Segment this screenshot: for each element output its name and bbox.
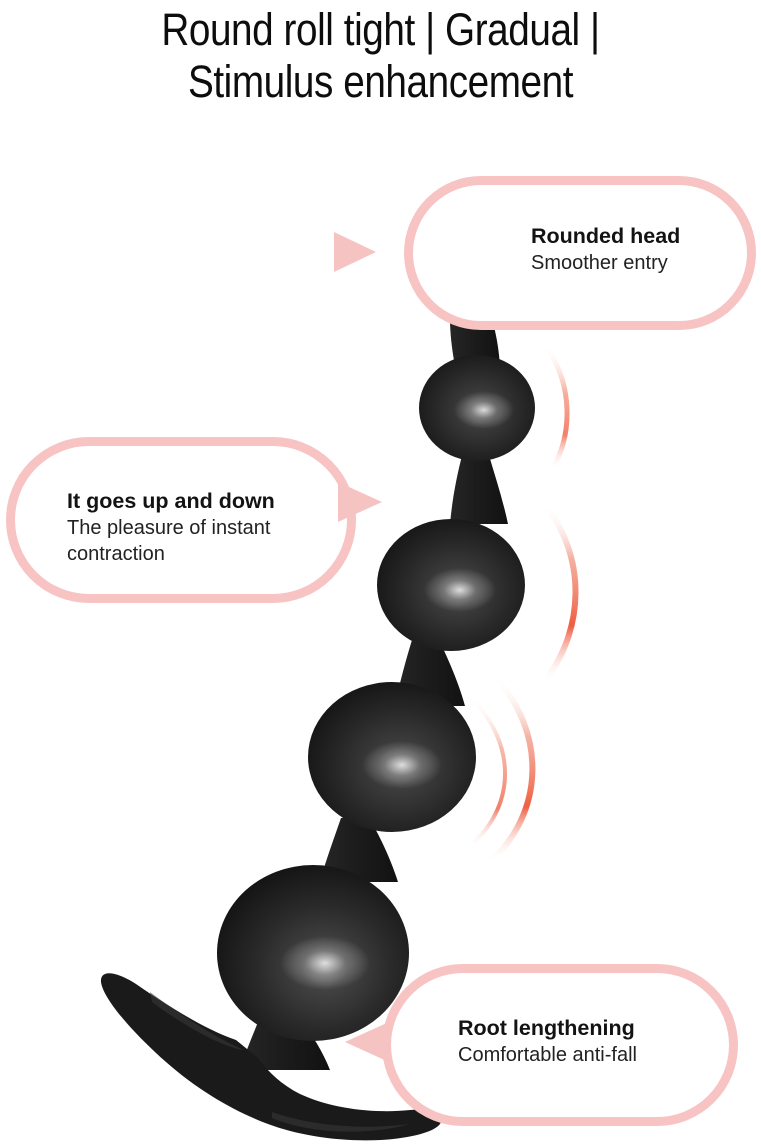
motion-arc-1 — [542, 342, 570, 473]
callout-up-down-subline-1: The pleasure of instant — [67, 517, 271, 539]
bead-2 — [419, 355, 535, 461]
neck-2 — [450, 452, 508, 524]
callout-root-subline: Comfortable anti-fall — [458, 1044, 637, 1066]
motion-arc-2 — [540, 502, 579, 686]
callout-root-headline: Root lengthening — [458, 1016, 635, 1040]
callout-rounded-head: Rounded head Smoother entry — [404, 176, 756, 330]
anchor-base — [100, 973, 442, 1141]
product-beads — [217, 201, 535, 1041]
bead-3 — [377, 519, 525, 651]
callout-rounded-head-subline: Smoother entry — [531, 252, 668, 274]
callout-up-down-arrow-icon — [338, 482, 382, 522]
callout-root-lengthening: Root lengthening Comfortable anti-fall — [382, 964, 738, 1126]
anchor-base-lower-shade — [272, 1112, 410, 1132]
page-title: Round roll tight | Gradual | Stimulus en… — [0, 4, 761, 108]
neck-4 — [320, 816, 398, 882]
callout-up-down-subline-2: contraction — [67, 543, 165, 565]
motion-arc-4 — [466, 695, 507, 850]
callout-rounded-head-arrow-icon — [334, 232, 376, 272]
callout-rounded-head-headline: Rounded head — [531, 224, 681, 248]
bead-5 — [217, 865, 409, 1041]
motion-arc-3 — [487, 675, 536, 865]
bead-4 — [308, 682, 476, 832]
motion-arcs — [466, 342, 579, 865]
page-title-line-1: Round roll tight | Gradual | — [161, 4, 600, 55]
page-title-line-2: Stimulus enhancement — [187, 56, 574, 107]
callout-root-arrow-icon — [345, 1021, 391, 1063]
callout-it-goes-up-and-down: It goes up and down The pleasure of inst… — [6, 437, 356, 603]
callout-up-down-headline: It goes up and down — [67, 489, 275, 513]
